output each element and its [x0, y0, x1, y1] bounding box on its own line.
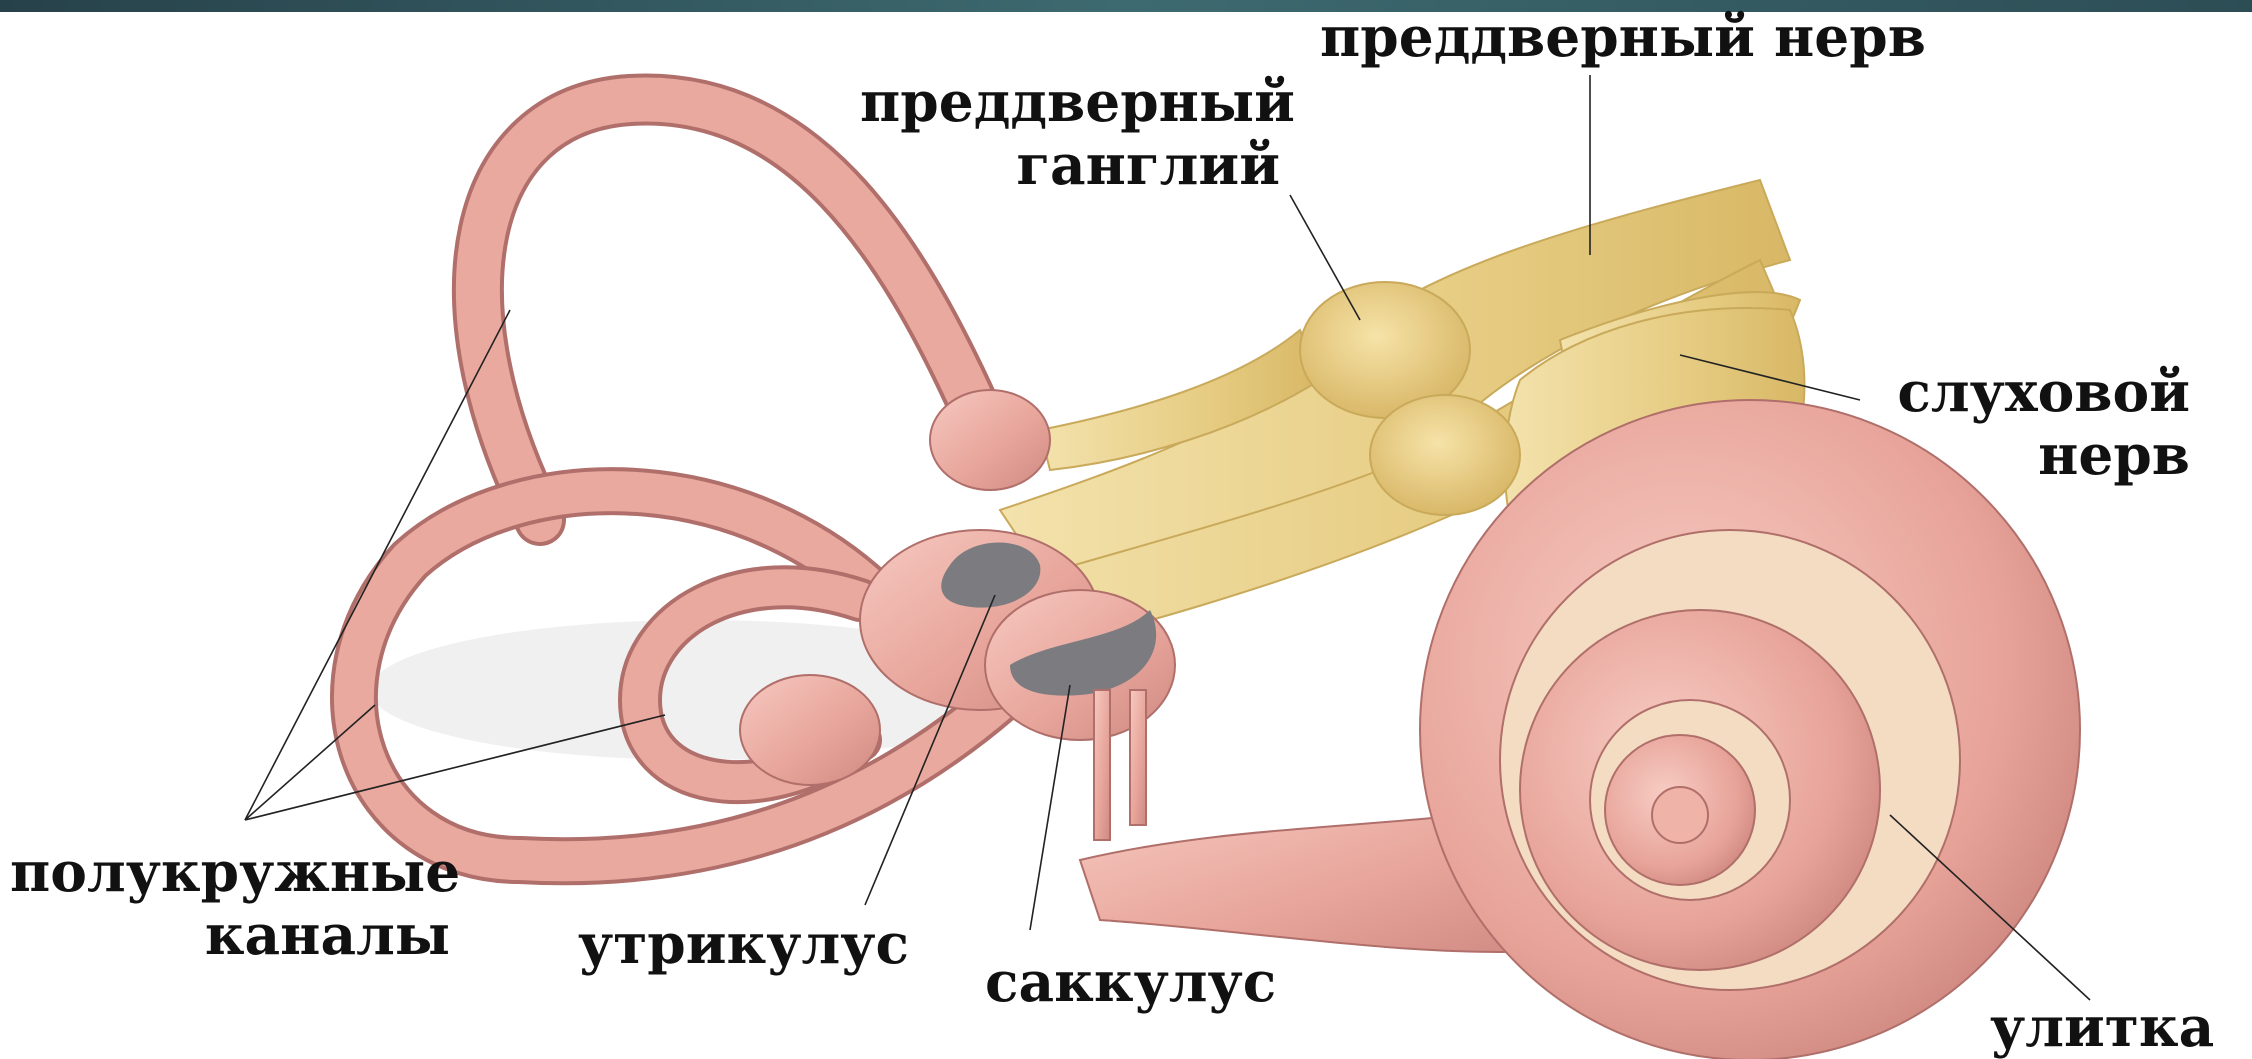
ganglion-lower: [1370, 395, 1520, 515]
label-auditory-nerve: слуховой нерв: [1860, 360, 2190, 487]
label-utricle: утрикулус: [578, 912, 909, 975]
label-auditory-nerve-line2: нерв: [1860, 423, 2190, 486]
label-auditory-nerve-line1: слуховой: [1860, 360, 2190, 423]
label-vestibular-ganglion-line1: преддверный: [860, 70, 1280, 133]
label-saccule: саккулус: [985, 950, 1276, 1013]
label-semicircular-line2: каналы: [10, 903, 450, 966]
label-semicircular-canals: полукружные каналы: [10, 840, 450, 967]
label-vestibular-ganglion-line2: ганглий: [860, 133, 1280, 196]
label-vestibular-ganglion: преддверный ганглий: [860, 70, 1280, 197]
label-semicircular-line1: полукружные: [10, 840, 450, 903]
label-vestibular-nerve: преддверный нерв: [1320, 5, 1926, 68]
semicircular-canals: [354, 100, 1000, 862]
label-cochlea: улитка: [1990, 995, 2214, 1058]
